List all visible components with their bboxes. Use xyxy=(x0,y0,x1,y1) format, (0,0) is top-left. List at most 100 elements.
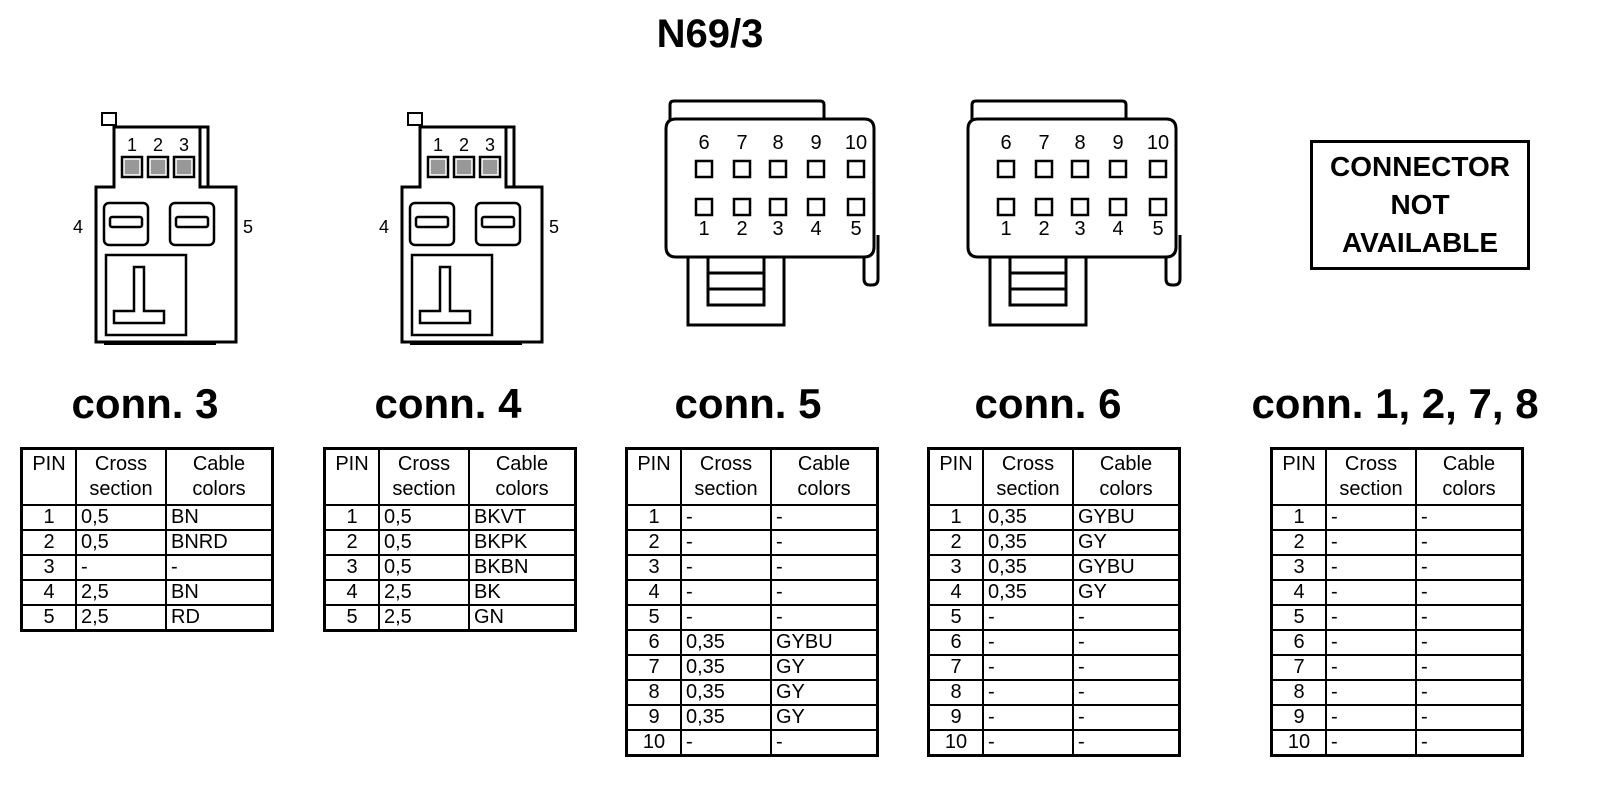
pin-number-label: 7 xyxy=(736,132,747,154)
table-row: 3-- xyxy=(20,554,274,581)
cable-color-cell: - xyxy=(1072,604,1181,631)
connector-label: conn. 6 xyxy=(974,380,1122,427)
pin-socket xyxy=(806,197,826,217)
cable-color-cell: - xyxy=(1072,679,1181,706)
pin-number-label: 5 xyxy=(243,217,253,237)
pin-number-label: 2 xyxy=(459,135,469,155)
pin-socket xyxy=(846,197,866,217)
cross-section-cell: - xyxy=(680,504,772,531)
cross-section-cell: - xyxy=(680,529,772,556)
cross-section-cell: - xyxy=(680,579,772,606)
connector-label: conn. 1, 2, 7, 8 xyxy=(1251,380,1539,427)
cable-color-cell: BNRD xyxy=(165,529,274,556)
cable-color-cell: GY xyxy=(770,679,879,706)
cable-color-cell: GY xyxy=(770,654,879,681)
cable-color-cell: - xyxy=(1415,579,1524,606)
pin-cell: 2 xyxy=(323,529,380,556)
pin-number-label: 2 xyxy=(153,135,163,155)
pin-number-label: 4 xyxy=(810,218,821,240)
pin-number-label: 4 xyxy=(73,217,83,237)
pin-cell: 4 xyxy=(927,579,984,606)
cross-section-cell: 0,35 xyxy=(982,529,1074,556)
pin-number-label: 6 xyxy=(698,132,709,154)
connector-label: conn. 4 xyxy=(374,380,522,427)
header-cross-section: Cross section xyxy=(378,447,470,506)
cross-section-cell: 2,5 xyxy=(75,604,167,632)
connector-not-available-box: CONNECTOR NOT AVAILABLE xyxy=(1310,140,1530,270)
cable-color-cell: - xyxy=(1415,704,1524,731)
cable-color-cell: GN xyxy=(468,604,577,632)
table-row: 2-- xyxy=(625,529,879,556)
pin-cell: 8 xyxy=(927,679,984,706)
table-row: 4-- xyxy=(625,579,879,606)
header-cable-colors: Cable colors xyxy=(1415,447,1524,506)
cross-section-cell: - xyxy=(982,604,1074,631)
cable-color-cell: GY xyxy=(1072,529,1181,556)
pin-cell: 5 xyxy=(1270,604,1327,631)
pin-socket xyxy=(732,197,752,217)
cross-section-cell: - xyxy=(1325,504,1417,531)
pin-socket xyxy=(996,159,1016,179)
pin-cell: 3 xyxy=(20,554,77,581)
pin-number-label: 5 xyxy=(850,218,861,240)
header-cross-section: Cross section xyxy=(75,447,167,506)
pin-cell: 9 xyxy=(1270,704,1327,731)
pin-cell: 5 xyxy=(625,604,682,631)
table-row: 4-- xyxy=(1270,579,1524,606)
cross-section-cell: - xyxy=(680,554,772,581)
cross-section-cell: - xyxy=(1325,529,1417,556)
pin-cell: 2 xyxy=(20,529,77,556)
pin-cell: 3 xyxy=(1270,554,1327,581)
header-cross-section: Cross section xyxy=(1325,447,1417,506)
cross-section-cell: 0,5 xyxy=(378,554,470,581)
pin-cell: 1 xyxy=(1270,504,1327,531)
pin-socket xyxy=(694,159,714,179)
pin-number-label: 4 xyxy=(379,217,389,237)
table-row: 6-- xyxy=(927,629,1181,656)
cable-color-cell: - xyxy=(1415,529,1524,556)
table-row: 5-- xyxy=(1270,604,1524,631)
pin-number-label: 1 xyxy=(127,135,137,155)
pin-cell: 3 xyxy=(927,554,984,581)
header-cable-colors: Cable colors xyxy=(468,447,577,506)
cross-section-cell: 0,35 xyxy=(680,704,772,731)
pin-number-label: 5 xyxy=(1152,218,1163,240)
cable-color-cell: - xyxy=(1072,654,1181,681)
cross-section-cell: 0,35 xyxy=(680,679,772,706)
cable-color-cell: - xyxy=(1415,604,1524,631)
cross-section-cell: - xyxy=(1325,654,1417,681)
cable-color-cell: GY xyxy=(770,704,879,731)
cable-color-cell: - xyxy=(1415,654,1524,681)
pin-cell: 3 xyxy=(323,554,380,581)
table-row: 8-- xyxy=(927,679,1181,706)
pin-cell: 5 xyxy=(323,604,380,632)
pin-number-label: 9 xyxy=(1112,132,1123,154)
pin-cell: 4 xyxy=(20,579,77,606)
cross-section-cell: 0,35 xyxy=(982,579,1074,606)
cross-section-cell: 0,5 xyxy=(75,504,167,531)
pin-number-label: 1 xyxy=(1000,218,1011,240)
pin-cell: 1 xyxy=(927,504,984,531)
table-row: 10-- xyxy=(1270,729,1524,757)
cross-section-cell: 0,5 xyxy=(378,504,470,531)
cable-color-cell: - xyxy=(1415,554,1524,581)
cross-section-cell: - xyxy=(1325,704,1417,731)
cable-color-cell: - xyxy=(165,554,274,581)
cable-color-cell: GY xyxy=(1072,579,1181,606)
pin-socket xyxy=(1148,197,1168,217)
cross-section-cell: - xyxy=(1325,629,1417,656)
connector-label: conn. 3 xyxy=(71,380,219,427)
